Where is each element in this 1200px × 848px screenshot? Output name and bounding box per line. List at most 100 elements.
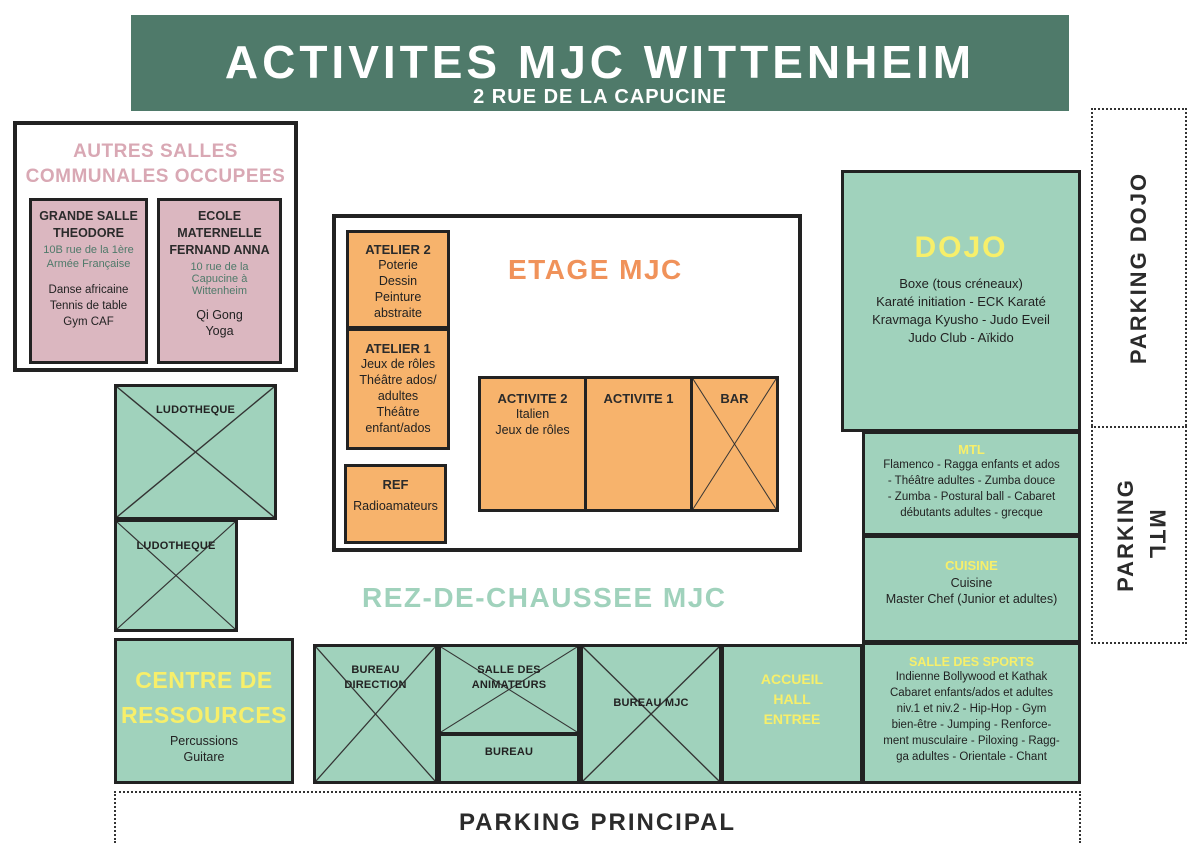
room-activite-1: ACTIVITE 1: [584, 376, 693, 512]
activity-item: Jeux de rôles: [360, 357, 436, 371]
room-title: BUREAU MJC: [613, 697, 689, 709]
parking-dojo-label: PARKING DOJO: [1126, 171, 1151, 365]
room-grande-salle-theodore: GRANDE SALLE THEODORE 10B rue de la 1ère…: [29, 198, 148, 364]
room-mtl: MTL Flamenco - Ragga enfants et ados - T…: [862, 431, 1081, 536]
autres-salles-title-2: COMMUNALES OCCUPEES: [25, 166, 286, 187]
parking-principal-label: PARKING PRINCIPAL: [458, 809, 737, 836]
page-title: ACTIVITES MJC WITTENHEIM: [224, 36, 976, 88]
room-ref: REF Radioamateurs: [344, 464, 447, 544]
activity-item: Théâtre ados/: [359, 373, 437, 387]
room-accueil-hall-entree: ACCUEIL HALL ENTREE: [721, 644, 863, 784]
activity-item: Peinture: [374, 290, 422, 304]
room-bureau-direction: BUREAU DIRECTION: [313, 644, 438, 784]
room-title: REF: [382, 477, 409, 492]
room-title: ATELIER 2: [365, 242, 431, 257]
room-name-line: ECOLE: [197, 209, 242, 223]
header-banner: ACTIVITES MJC WITTENHEIM 2 RUE DE LA CAP…: [131, 15, 1069, 111]
room-title: DOJO: [914, 231, 1008, 264]
room-title: RESSOURCES: [120, 702, 288, 728]
room-name-line: THEODORE: [53, 226, 124, 240]
activity-item: Danse africaine: [48, 284, 129, 296]
room-title-line: BUREAU: [351, 664, 400, 676]
room-address-line: Wittenheim: [191, 285, 248, 297]
activity-item: Master Chef (Junior et adultes): [885, 592, 1058, 606]
activity-item: Flamenco - Ragga enfants et ados: [883, 459, 1060, 471]
room-salle-des-animateurs: SALLE DES ANIMATEURS: [438, 644, 580, 735]
activity-item: ment musculaire - Piloxing - Ragg-: [883, 735, 1060, 747]
room-salle-des-sports: SALLE DES SPORTS Indienne Bollywood et K…: [862, 642, 1081, 784]
room-title: BUREAU: [484, 746, 534, 758]
room-activite-2: ACTIVITE 2 Italien Jeux de rôles: [478, 376, 587, 512]
activity-item: - Zumba - Postural ball - Cabaret: [887, 491, 1056, 503]
activity-item: Radioamateurs: [353, 499, 438, 513]
room-name-line: GRANDE SALLE: [39, 209, 138, 223]
activity-item: adultes: [377, 389, 419, 403]
rdc-title: REZ-DE-CHAUSSEE MJC: [362, 582, 727, 613]
room-title: ACTIVITE 1: [603, 391, 674, 406]
room-title-line: ENTREE: [763, 711, 821, 727]
activity-item: Dessin: [378, 274, 418, 288]
cross-out-icon: [117, 522, 235, 629]
room-title: MTL: [958, 442, 985, 457]
activity-item: - Théâtre adultes - Zumba douce: [887, 475, 1056, 487]
activity-item: débutants adultes - grecque: [900, 507, 1043, 519]
autres-salles-title-1: AUTRES SALLES: [73, 141, 238, 162]
etage-title: ETAGE MJC: [508, 254, 683, 285]
parking-mtl-label-2: MTL: [1145, 509, 1170, 561]
room-dojo: DOJO Boxe (tous créneaux) Karaté initiat…: [841, 170, 1081, 432]
room-atelier-2: ATELIER 2 Poterie Dessin Peinture abstra…: [346, 230, 450, 329]
room-title-line: ANIMATEURS: [471, 679, 547, 691]
activity-item: Percussions: [169, 734, 239, 748]
room-address-line: Capucine à: [191, 273, 248, 285]
activity-item: Kravmaga Kyusho - Judo Eveil: [872, 312, 1050, 327]
room-bureau: BUREAU: [438, 733, 580, 784]
room-centre-de-ressources: CENTRE DE RESSOURCES Percussions Guitare: [114, 638, 294, 784]
activity-item: ga adultes - Orientale - Chant: [896, 751, 1047, 763]
room-title-line: DIRECTION: [344, 679, 407, 691]
activity-item: Poterie: [378, 258, 418, 272]
activity-item: enfant/ados: [365, 421, 431, 435]
activity-item: Guitare: [183, 750, 225, 764]
room-ludotheque-2: LUDOTHEQUE: [114, 519, 238, 632]
activity-item: Karaté initiation - ECK Karaté: [876, 294, 1046, 309]
room-address-line: 10 rue de la: [190, 261, 249, 273]
room-atelier-1: ATELIER 1 Jeux de rôles Théâtre ados/ ad…: [346, 328, 450, 450]
etage-frame: ETAGE MJC ATELIER 2 Poterie Dessin Peint…: [332, 214, 802, 552]
room-title: CENTRE DE: [135, 667, 273, 693]
activity-item: Tennis de table: [49, 300, 128, 312]
room-title-line: ACCUEIL: [760, 671, 824, 687]
room-title: ATELIER 1: [365, 341, 431, 356]
activity-item: Yoga: [205, 324, 234, 338]
room-ecole-maternelle: ECOLE MATERNELLE FERNAND ANNA 10 rue de …: [157, 198, 282, 364]
activity-item: Italien: [515, 407, 550, 421]
page-subtitle: 2 RUE DE LA CAPUCINE: [473, 86, 727, 108]
parking-mtl-area: PARKING MTL: [1091, 426, 1187, 644]
room-bar: BAR: [690, 376, 779, 512]
room-title: CUISINE: [945, 558, 998, 573]
room-title: LUDOTHEQUE: [156, 404, 235, 416]
activity-item: niv.1 et niv.2 - Hip-Hop - Gym: [896, 703, 1047, 715]
room-title-line: SALLE DES: [477, 664, 541, 676]
room-title: SALLE DES SPORTS: [908, 655, 1035, 669]
room-address-line: 10B rue de la 1ère: [43, 244, 134, 256]
room-title-line: HALL: [773, 691, 811, 707]
activity-item: abstraite: [374, 306, 422, 320]
cross-out-icon: [583, 647, 719, 781]
activity-item: Qi Gong: [196, 308, 243, 322]
parking-dojo-area: PARKING DOJO: [1091, 108, 1187, 426]
room-address-line: Armée Française: [46, 258, 131, 270]
activity-item: Jeux de rôles: [495, 423, 570, 437]
room-cuisine: CUISINE Cuisine Master Chef (Junior et a…: [862, 535, 1081, 643]
activity-item: Indienne Bollywood et Kathak: [895, 671, 1048, 683]
room-bureau-mjc: BUREAU MJC: [580, 644, 722, 784]
room-title: ACTIVITE 2: [497, 391, 568, 406]
activity-item: Théâtre: [376, 405, 420, 419]
room-title: BAR: [720, 391, 749, 406]
activity-item: Cuisine: [950, 576, 993, 590]
parking-mtl-label-1: PARKING: [1113, 478, 1138, 592]
activity-item: Cabaret enfants/ados et adultes: [889, 687, 1054, 699]
room-title: LUDOTHEQUE: [136, 540, 216, 552]
activity-item: Gym CAF: [63, 316, 114, 328]
activity-item: Judo Club - Aïkido: [908, 330, 1014, 345]
room-name-line: MATERNELLE: [177, 226, 262, 240]
